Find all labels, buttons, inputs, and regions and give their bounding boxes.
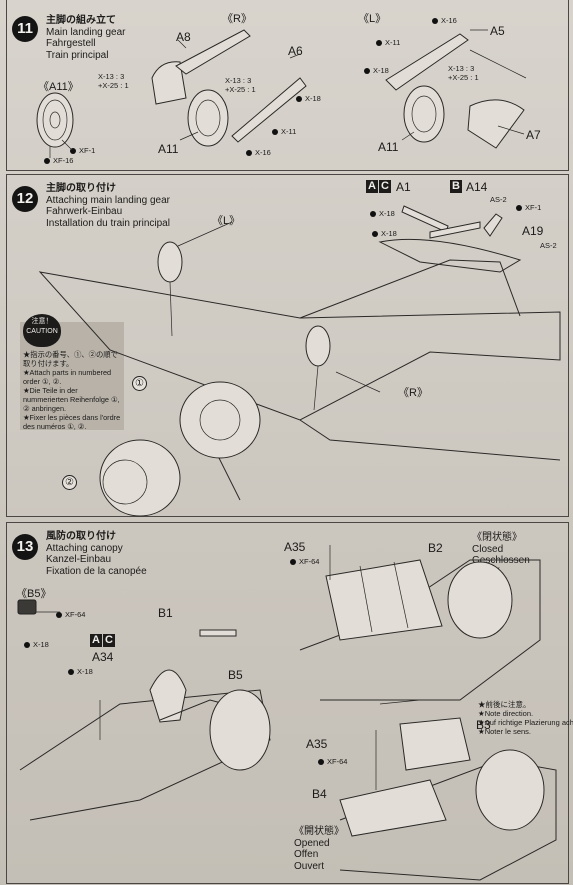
canopy-closed-drawing [299, 545, 541, 701]
caution-box: 注意！ CAUTION ★指示の番号、①、②の順で取り付けます。 ★Attach… [20, 314, 124, 431]
closed-jp: 《閉状態》 [472, 532, 522, 543]
tree-b-letter: B [450, 180, 462, 193]
opened-de: Offen [294, 849, 319, 860]
paint-x18-label-3: X-18 [370, 209, 395, 218]
step-11-title-jp: 主脚の組み立て [46, 15, 116, 26]
paint-x18-label-6: X-18 [68, 667, 93, 676]
opened-jp: 《開状態》 [294, 826, 344, 837]
part-b4-label: B4 [312, 787, 327, 801]
paint-xf64-label-3: XF-64 [318, 757, 347, 766]
part-a19-label: A19 [522, 224, 544, 238]
part-tree-b-marker: B [450, 180, 463, 193]
tree-a-letter-2: A [90, 634, 102, 647]
as2-label-2: AS-2 [540, 241, 557, 250]
right-gear-label: 《R》 [398, 387, 428, 399]
step-12-title: 主脚の取り付け Attaching main landing gear Fahr… [46, 183, 170, 229]
b5-group-label: 《B5》 [16, 588, 52, 600]
left-gear-label: 《L》 [212, 215, 241, 227]
right-gear-drawing [151, 29, 307, 147]
part-b5-label: B5 [228, 668, 243, 682]
part-b3-label: B3 [476, 718, 491, 732]
wheel-group-label: 《A11》 [38, 81, 79, 93]
step-13-panel [6, 522, 569, 884]
caution-text: ★指示の番号、①、②の順で取り付けます。 ★Attach parts in nu… [23, 350, 121, 431]
part-b1-label: B1 [158, 606, 173, 620]
paint-x11-label-1: X-11 [272, 127, 296, 136]
step-13-title-jp: 風防の取り付け [46, 531, 116, 542]
part-a1-label: A1 [396, 180, 411, 194]
step-12-title-en: Attaching main landing gear [46, 194, 170, 206]
paint-xf1-label: XF-1 [70, 146, 95, 155]
step-11-panel [6, 0, 569, 171]
part-a5-label: A5 [490, 24, 505, 38]
part-b2-label: B2 [428, 541, 443, 555]
part-a35-label-2: A35 [306, 737, 328, 751]
step-11-title-en: Main landing gear [46, 26, 126, 38]
paint-xf1-label-2: XF-1 [516, 203, 541, 212]
part-a35-label-1: A35 [284, 540, 306, 554]
step-12-panel [6, 174, 569, 517]
paint-xf64-label-2: XF-64 [290, 557, 319, 566]
paint-x16-label-1: X-16 [246, 148, 271, 157]
part-a8-label: A8 [176, 30, 191, 44]
step-12-title-fr: Installation du train principal [46, 217, 170, 229]
canopy-open-drawing [339, 699, 557, 881]
part-a34-label: A34 [92, 650, 114, 664]
paint-mix-label-3: X-13 : 3 +X-25 : 1 [448, 64, 479, 82]
paint-x18-label-5: X-18 [24, 640, 49, 649]
left-gear-drawing [385, 29, 527, 149]
step-13-title-fr: Fixation de la canopée [46, 565, 147, 577]
step-13-title-de: Kanzel-Einbau [46, 554, 112, 565]
caution-badge-text: 注意！ CAUTION [26, 318, 58, 335]
canopy-left-drawing [17, 599, 271, 821]
opened-fr: Ouvert [294, 860, 325, 872]
right-group-label: 《R》 [222, 13, 252, 25]
paint-x16-label-2: X-16 [432, 16, 457, 25]
paint-x18-label-4: X-18 [372, 229, 397, 238]
step-order-2-marker: ② [62, 475, 77, 490]
paint-mix-label-1: X-13 : 3 +X-25 : 1 [98, 72, 129, 90]
paint-x18-label-1: X-18 [296, 94, 321, 103]
step-13-title: 風防の取り付け Attaching canopy Kanzel-Einbau F… [46, 531, 147, 577]
part-a7-label: A7 [526, 128, 541, 142]
step-13-number: 13 [12, 534, 38, 560]
step-12-number: 12 [12, 186, 38, 212]
tree-a-letter: A [366, 180, 378, 193]
step-order-1-marker: ① [132, 376, 147, 391]
tree-c-letter: C [379, 180, 391, 193]
step-11-title-fr: Train principal [46, 49, 109, 61]
step-12-title-de: Fahrwerk-Einbau [46, 206, 123, 217]
paint-x11-label-2: X-11 [376, 38, 400, 47]
direction-note: ★前後に注意。 ★Note direction. ★Auf richtige P… [478, 700, 573, 736]
step-12-title-jp: 主脚の取り付け [46, 183, 116, 194]
paint-xf16-label: XF-16 [44, 156, 73, 165]
step-13-title-en: Attaching canopy [46, 542, 123, 554]
wheel-a11-drawing [36, 92, 74, 158]
paint-xf64-label-1: XF-64 [56, 610, 85, 619]
opened-state-label: 《開状態》 Opened Offen Ouvert [294, 826, 344, 872]
part-a11-label-2: A11 [378, 140, 399, 154]
step-11-title: 主脚の組み立て Main landing gear Fahrgestell Tr… [46, 15, 126, 61]
as2-label-1: AS-2 [490, 195, 507, 204]
paint-mix-label-2: X-13 : 3 +X-25 : 1 [225, 76, 256, 94]
caution-badge: 注意！ CAUTION [23, 314, 61, 347]
part-a11-label-1: A11 [158, 142, 179, 156]
paint-x18-label-2: X-18 [364, 66, 389, 75]
wing-assembly-drawing [38, 205, 561, 517]
step-11-title-de: Fahrgestell [46, 38, 96, 49]
closed-en: Closed [472, 543, 504, 555]
left-group-label: 《L》 [358, 13, 387, 25]
part-a14-label: A14 [466, 180, 488, 194]
tree-c-letter-2: C [103, 634, 115, 647]
opened-en: Opened [294, 837, 330, 849]
step-11-number: 11 [12, 16, 38, 42]
